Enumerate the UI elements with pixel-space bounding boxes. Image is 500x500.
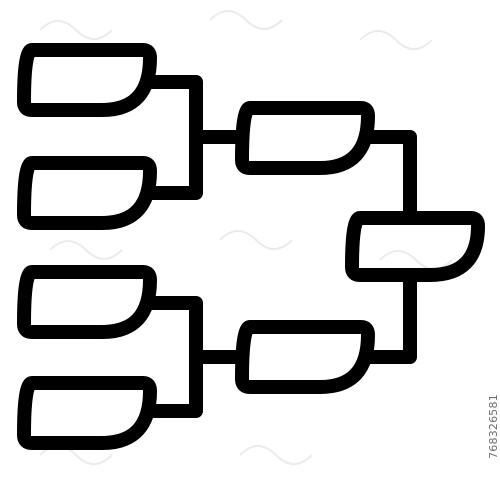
bracket-box-round1-2	[17, 156, 157, 230]
bracket-box-final	[345, 211, 485, 282]
bracket-box-round1-3	[17, 265, 157, 339]
bracket-connector-final-top	[368, 130, 417, 218]
bracket-box-round1-4	[17, 376, 157, 450]
bracket-connector-final-bottom	[368, 275, 417, 364]
stock-id-watermark: 768326581	[487, 394, 500, 459]
bracket-box-round2-1	[235, 101, 375, 175]
bracket-connector-top-pair	[150, 75, 203, 200]
watermark-pattern	[39, 10, 453, 465]
tournament-bracket-icon	[17, 43, 485, 450]
bracket-box-round1-1	[17, 43, 157, 117]
bracket-box-round2-2	[235, 320, 375, 394]
